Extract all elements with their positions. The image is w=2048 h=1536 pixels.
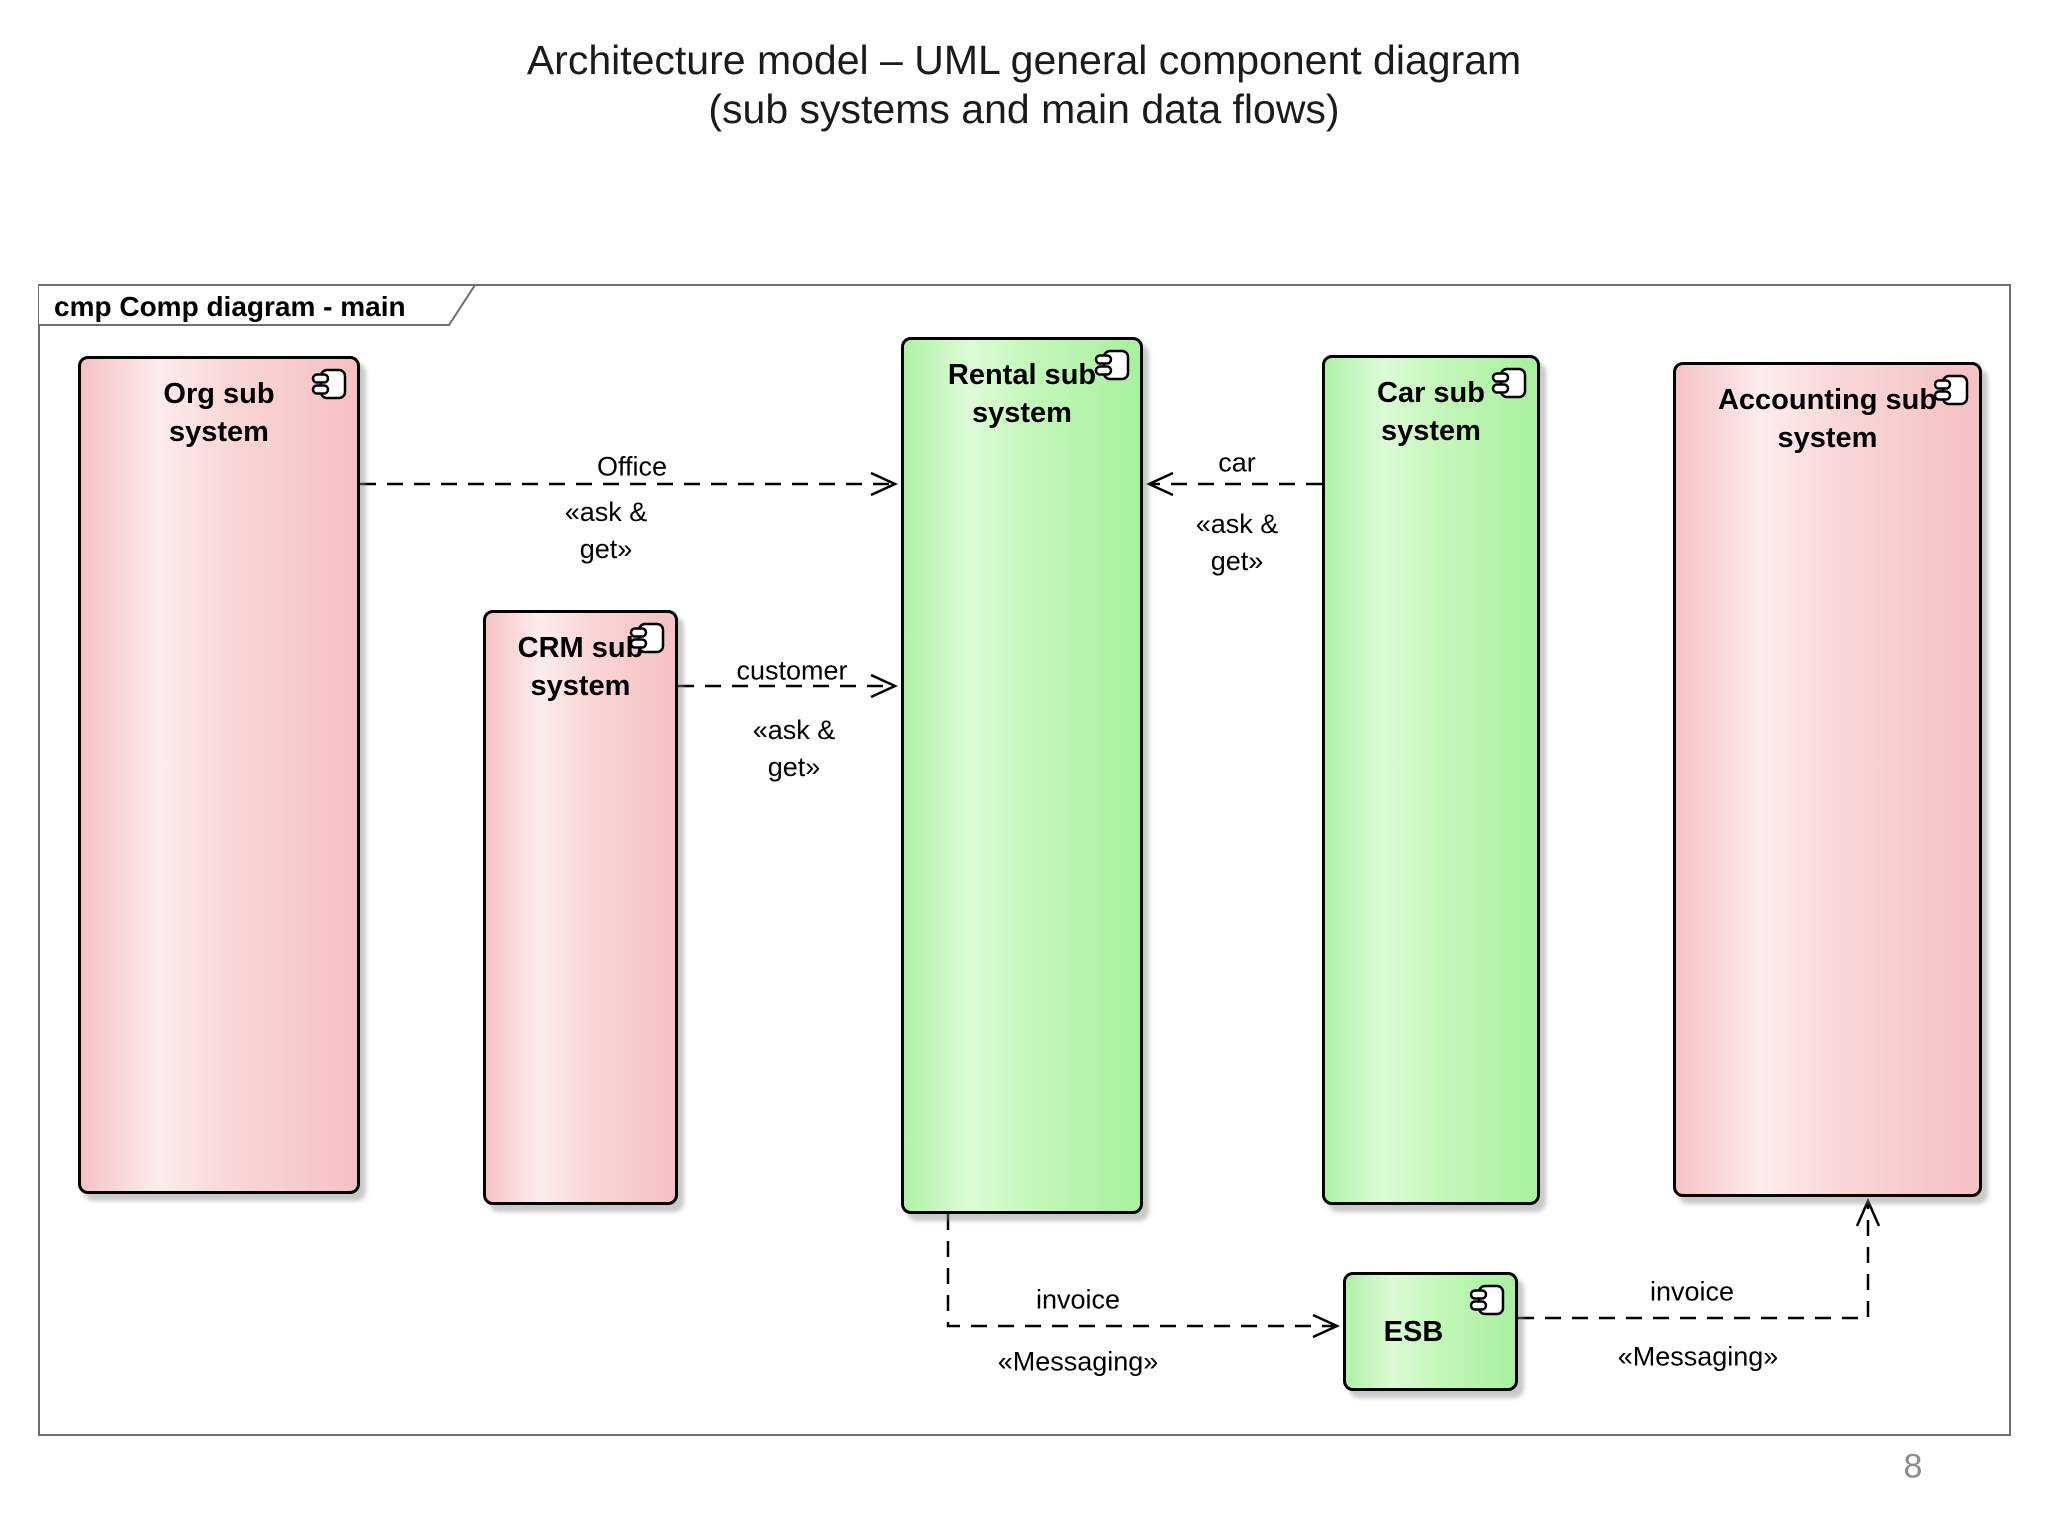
diagram-frame [38, 284, 2011, 1436]
connector-invoice-rental-esb-arrowhead [1312, 1313, 1341, 1339]
page-number: 8 [1903, 1447, 1923, 1486]
component-rental-sub-system: Rental sub system [901, 337, 1143, 1214]
edge-stereotype-invoice-rental-esb: «Messaging» [997, 1346, 1159, 1377]
slide-title-line1: Architecture model – UML general compone… [526, 37, 1522, 83]
component-org-sub-system: Org sub system [78, 356, 360, 1194]
edge-stereotype-customer: «ask & get» [752, 715, 836, 782]
component-accounting-label: Accounting sub system [1717, 384, 1938, 454]
component-crm-sub-system: CRM sub system [483, 610, 678, 1205]
connector-invoice-esb-accounting-arrowhead [1855, 1197, 1881, 1227]
component-esb-label: ESB [1383, 1315, 1444, 1348]
diagram-frame-label: cmp Comp diagram - main [54, 291, 406, 322]
diagram-frame-tab [38, 284, 477, 326]
connector-office-arrowhead [870, 471, 899, 497]
connector-car-arrowhead [1145, 471, 1174, 497]
edge-label-customer: customer [736, 655, 848, 686]
edge-stereotype-office: «ask & get» [564, 497, 648, 564]
edge-label-invoice-rental-esb: invoice [1035, 1284, 1121, 1315]
component-car-label: Car sub system [1377, 377, 1485, 447]
component-rental-label: Rental sub system [947, 359, 1097, 429]
component-icon [1094, 349, 1130, 381]
component-accounting-sub-system: Accounting sub system [1673, 362, 1982, 1197]
component-icon [1491, 367, 1527, 399]
edge-label-office: Office [596, 451, 668, 482]
component-esb: ESB [1343, 1272, 1518, 1391]
edge-stereotype-invoice-esb-accounting: «Messaging» [1617, 1341, 1779, 1372]
component-icon [311, 368, 347, 400]
component-icon [629, 622, 665, 654]
slide-title-line2: (sub systems and main data flows) [708, 86, 1340, 132]
component-org-label: Org sub system [163, 378, 275, 448]
edge-label-car: car [1218, 447, 1256, 478]
slide-title: Architecture model – UML general compone… [0, 36, 2048, 134]
edge-label-invoice-esb-accounting: invoice [1649, 1276, 1735, 1307]
connector-customer-arrowhead [870, 673, 899, 699]
connector-invoice-rental-esb-line [946, 1214, 1335, 1328]
edge-stereotype-car: «ask & get» [1195, 509, 1279, 576]
component-icon [1933, 374, 1969, 406]
connector-invoice-esb-accounting-line [1518, 1203, 1870, 1320]
component-icon [1469, 1284, 1505, 1316]
component-car-sub-system: Car sub system [1322, 355, 1540, 1205]
